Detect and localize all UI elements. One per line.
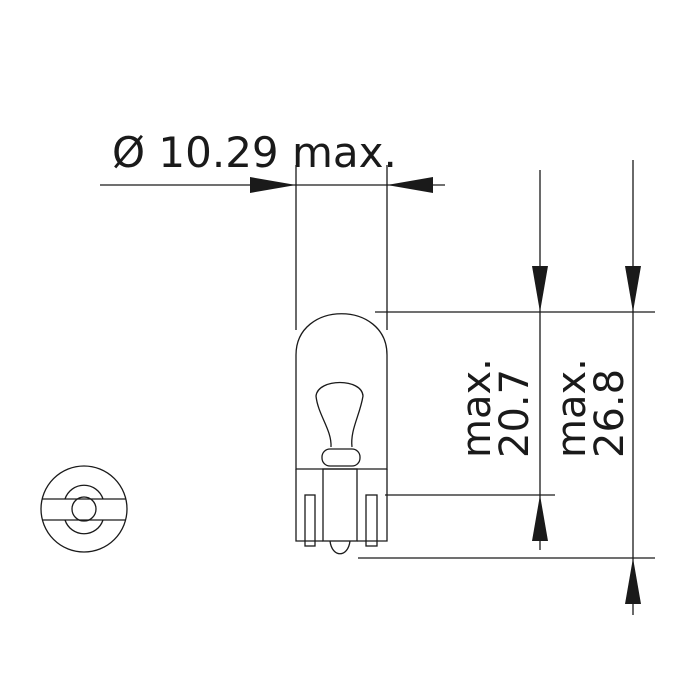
arrow-down-icon [532,266,548,312]
height-inner-value: 20.7 [492,369,538,458]
base [295,469,388,542]
bulb-glass [295,313,388,470]
bulb-tip [329,540,351,555]
wedge-bulb [295,313,388,555]
contact-pin-right [365,494,378,547]
diameter-dimension: Ø 10.29 max. [100,128,445,330]
height-total-value: 26.8 [587,369,633,458]
height-inner-prefix: max. [454,358,500,458]
arrow-down-icon [625,266,641,312]
collar [321,448,361,467]
bulb-end-view [40,465,128,553]
arrow-left-icon [387,177,433,193]
height-total-prefix: max. [549,358,595,458]
filament-envelope [315,382,364,448]
stem [322,468,358,542]
arrow-up-icon [625,558,641,604]
height-dimensions: max. 20.7 max. 26.8 [358,160,655,615]
diameter-label: Ø 10.29 max. [112,128,397,177]
contact-pin-left [304,494,316,547]
arrow-right-icon [250,177,296,193]
arrow-up-icon [532,495,548,541]
